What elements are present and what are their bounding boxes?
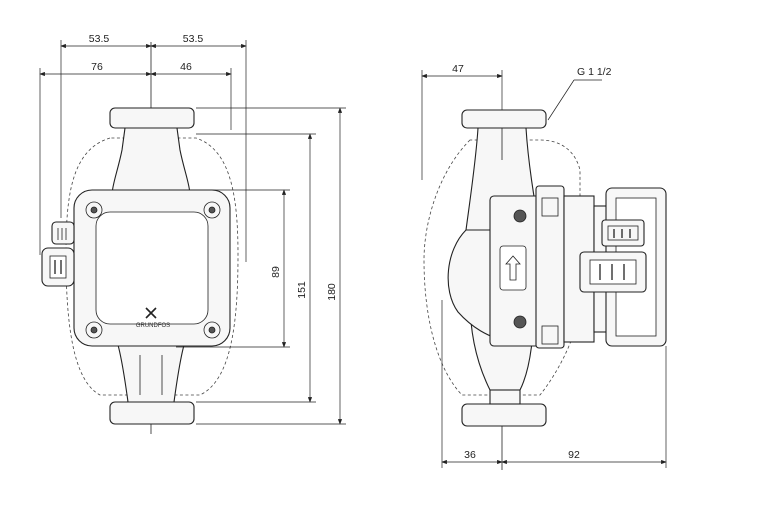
dim-top-left: 53.5 — [89, 33, 110, 45]
dim-right-46: 46 — [180, 61, 192, 73]
front-side-connector — [41, 221, 75, 287]
front-envelope-outline — [65, 137, 239, 396]
front-top-flange — [109, 107, 195, 196]
side-top-dimension: 47 — [421, 63, 503, 180]
front-height-dimensions: 89 151 180 — [176, 107, 346, 425]
dim-side-92: 92 — [568, 449, 580, 461]
dim-side-47: 47 — [452, 63, 464, 75]
front-second-dimension: 76 46 — [39, 61, 232, 255]
front-view: 53.5 53.5 76 46 — [39, 33, 346, 434]
dim-top-right: 53.5 — [183, 33, 204, 45]
side-control-box — [563, 187, 667, 347]
side-view: 47 G 1 1/2 — [421, 63, 667, 470]
dim-height-89: 89 — [270, 266, 282, 278]
thread-label: G 1 1/2 — [577, 66, 612, 78]
front-top-dimension: 53.5 53.5 — [60, 33, 247, 262]
front-bottom-flange — [109, 344, 195, 434]
dim-height-180: 180 — [326, 283, 338, 301]
thread-callout: G 1 1/2 — [547, 66, 612, 121]
dim-height-151: 151 — [296, 281, 308, 299]
dim-side-36: 36 — [464, 449, 476, 461]
grundfos-logo: GRUNDFOS — [136, 307, 170, 329]
front-control-box — [73, 189, 231, 347]
side-bottom-dimension: 36 92 — [441, 300, 667, 468]
side-envelope-outline — [423, 139, 581, 396]
logo-text: GRUNDFOS — [136, 323, 170, 329]
side-motor-housing — [489, 185, 565, 349]
dim-left-76: 76 — [91, 61, 103, 73]
